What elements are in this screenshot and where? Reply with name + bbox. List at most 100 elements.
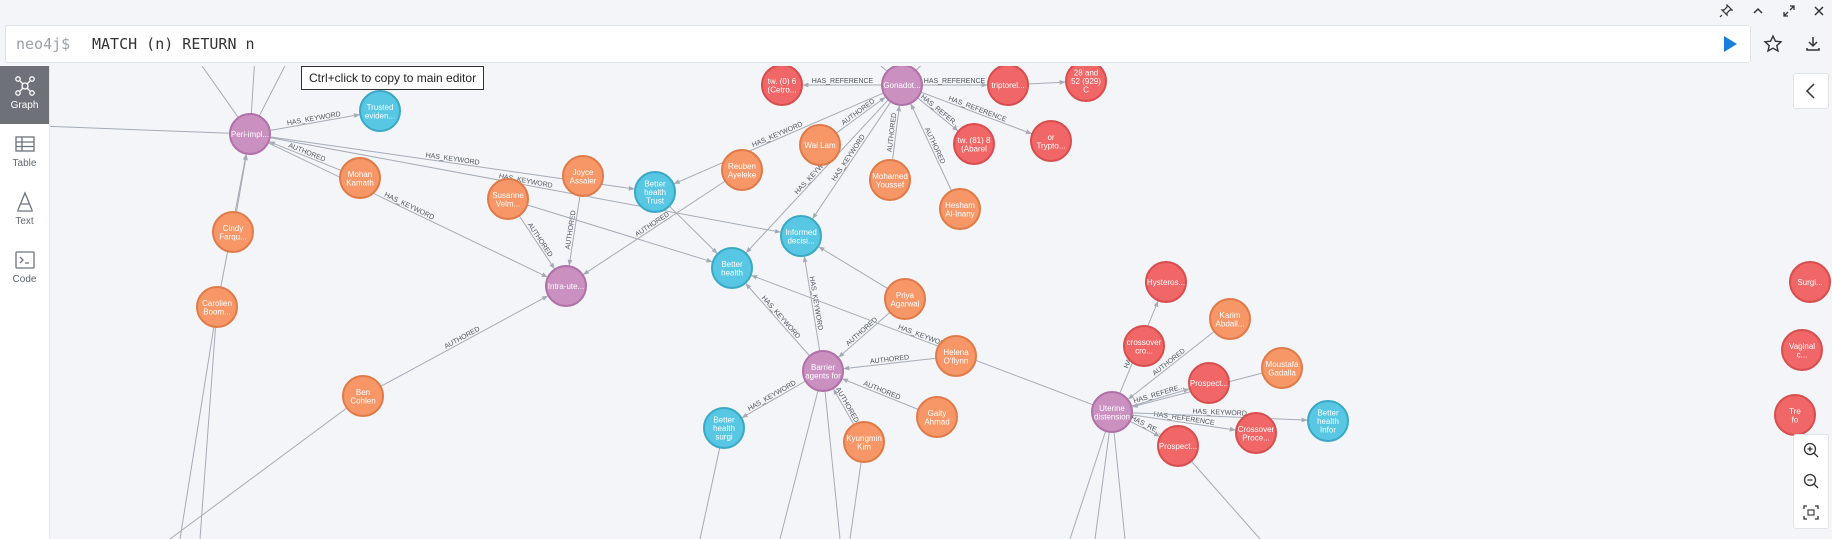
graph-edge[interactable]: AUTHORED: [843, 354, 937, 371]
graph-edge[interactable]: HAS_REFERENCE: [922, 78, 988, 88]
node-label: Kyungmin: [846, 434, 882, 443]
graph-node-person[interactable]: KarimAbdall...: [1209, 298, 1251, 340]
view-sidebar: Graph Table Text Code: [0, 66, 50, 539]
graph-edge[interactable]: [526, 204, 713, 263]
graph-node-keyword[interactable]: Informeddecisi...: [780, 215, 822, 257]
tab-graph[interactable]: Graph: [0, 66, 49, 124]
graph-node-reference[interactable]: orTrypto...: [1030, 120, 1072, 162]
graph-node-reference[interactable]: tw. (81) 8(Abarel: [953, 123, 995, 165]
node-label: Gonadot...: [883, 81, 920, 90]
collapse-icon[interactable]: [1750, 4, 1766, 20]
graph-edge[interactable]: HAS_REFERENCE: [802, 78, 882, 88]
graph-edge[interactable]: HAS_KEYWORD: [1131, 408, 1308, 423]
run-button[interactable]: [1722, 35, 1738, 53]
graph-edge-offscreen[interactable]: [1111, 411, 1126, 539]
graph-edge-offscreen[interactable]: [822, 370, 841, 539]
node-label: Informed: [785, 228, 817, 237]
expand-panel-button[interactable]: [1793, 73, 1829, 109]
zoom-in-button[interactable]: [1794, 435, 1828, 466]
graph-node-person[interactable]: Wai Lam: [799, 124, 841, 166]
pin-icon[interactable]: [1718, 3, 1734, 20]
tab-code[interactable]: Code: [0, 240, 49, 298]
query-editor[interactable]: neo4j$ MATCH (n) RETURN n: [5, 25, 1751, 63]
graph-node-reference[interactable]: Vaginalc...: [1781, 329, 1823, 371]
node-label: health: [713, 424, 735, 433]
graph-edge[interactable]: AUTHORED: [841, 378, 919, 410]
fit-button[interactable]: [1794, 497, 1828, 528]
zoom-out-button[interactable]: [1794, 466, 1828, 497]
graph-edge-offscreen[interactable]: [179, 306, 218, 539]
graph-edge[interactable]: [1027, 79, 1066, 85]
graph-node-keyword[interactable]: Trustedeviden...: [359, 90, 401, 132]
graph-node-person[interactable]: SusanneVelm...: [487, 178, 529, 220]
tab-text[interactable]: Text: [0, 182, 49, 240]
graph-edge[interactable]: [668, 205, 718, 254]
tab-table[interactable]: Table: [0, 124, 49, 182]
graph-edge[interactable]: HAS_KEYWORD: [802, 256, 823, 352]
node-label: Trypto...: [1036, 141, 1065, 150]
node-label: Boom...: [203, 307, 231, 316]
graph-edge[interactable]: HAS_KEYWORD: [745, 283, 811, 357]
graph-edge[interactable]: AUTHORED: [565, 195, 581, 266]
graph-node-reference[interactable]: triptorel...: [987, 66, 1029, 106]
favorite-button[interactable]: [1763, 34, 1783, 54]
close-icon[interactable]: [1811, 4, 1827, 20]
graph-edge[interactable]: HAS_KEYWORD: [741, 380, 806, 418]
graph-edge-offscreen[interactable]: [199, 306, 218, 539]
fullscreen-icon[interactable]: [1781, 4, 1797, 20]
graph-node-paper[interactable]: Intra-ute...: [545, 265, 587, 307]
graph-edge-offscreen[interactable]: [779, 370, 824, 539]
graph-node-reference[interactable]: Prospect...: [1157, 425, 1199, 467]
graph-edge[interactable]: AUTHORED: [268, 141, 342, 172]
graph-edge[interactable]: AUTHORED: [518, 215, 555, 270]
graph-edge[interactable]: AUTHORED: [838, 311, 891, 358]
edge-label: AUTHORED: [887, 113, 899, 153]
download-button[interactable]: [1803, 34, 1823, 54]
graph-edge[interactable]: [235, 154, 248, 213]
query-text[interactable]: MATCH (n) RETURN n: [92, 35, 255, 53]
graph-node-reference[interactable]: CrossoverProce...: [1235, 412, 1277, 454]
graph-edge-offscreen[interactable]: [1094, 411, 1113, 539]
graph-edge-offscreen[interactable]: [169, 395, 364, 539]
graph-edge[interactable]: AUTHORED: [887, 105, 902, 161]
graph-node-paper[interactable]: Peri-impl...: [229, 113, 271, 155]
graph-node-person[interactable]: CindyFarqu...: [212, 211, 254, 253]
graph-node-reference[interactable]: Hysteros...: [1145, 261, 1187, 303]
graph-node-reference[interactable]: Surgi...: [1789, 261, 1831, 303]
graph-node-reference[interactable]: Prospect...: [1188, 362, 1230, 404]
graph-node-reference[interactable]: crossovercro...: [1123, 325, 1165, 367]
edge-label: HAS_REFERE...: [1133, 383, 1185, 405]
graph-edge[interactable]: [818, 246, 889, 290]
graph-node-person[interactable]: CarolienBoom...: [196, 286, 238, 328]
edge-label: AUTHORED: [526, 222, 554, 259]
graph-edge[interactable]: AUTHORED: [380, 295, 549, 387]
graph-edge-offscreen[interactable]: [1069, 411, 1113, 539]
graph-edge[interactable]: AUTHORED: [833, 386, 860, 425]
edge-label: AUTHORED: [845, 316, 879, 347]
graph-node-paper[interactable]: Gonadot...: [881, 66, 923, 106]
graph-edge[interactable]: HAS_KEYWORD: [269, 111, 360, 132]
graph-node-reference[interactable]: tw. (0) 6(Cetro...: [761, 66, 803, 106]
graph-edge-offscreen[interactable]: [50, 125, 251, 135]
